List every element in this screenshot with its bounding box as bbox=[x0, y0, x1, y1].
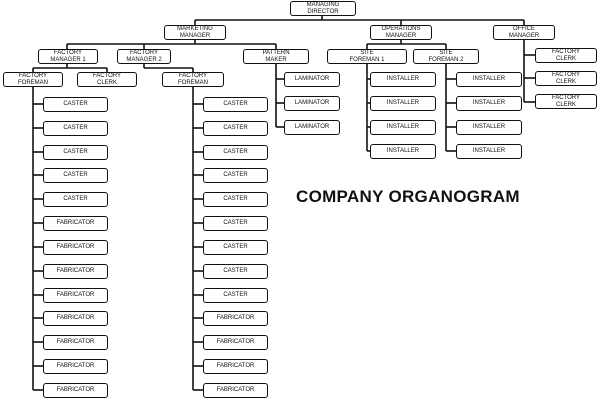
ff2-staff-12: FABRICATOR bbox=[203, 359, 268, 374]
site-foreman-2-box: SITE FOREMAN 2 bbox=[413, 49, 479, 64]
ff2-staff-7: CASTER bbox=[203, 240, 268, 255]
sf2-installer-2: INSTALLER bbox=[456, 96, 522, 111]
chart-title: COMPANY ORGANOGRAM bbox=[296, 187, 520, 206]
office-clerk-3: FACTORY CLERK bbox=[535, 94, 597, 109]
ff1-staff-1: CASTER bbox=[43, 97, 108, 112]
ff1-staff-11: FABRICATOR bbox=[43, 335, 108, 350]
ff1-staff-10: FABRICATOR bbox=[43, 311, 108, 326]
ff2-staff-5: CASTER bbox=[203, 192, 268, 207]
ff2-staff-8: CASTER bbox=[203, 264, 268, 279]
sf1-installer-2: INSTALLER bbox=[370, 96, 436, 111]
sf2-installer-4: INSTALLER bbox=[456, 144, 522, 159]
ff1-staff-9: FABRICATOR bbox=[43, 288, 108, 303]
marketing-manager-box: MARKETING MANAGER bbox=[164, 25, 226, 40]
ff2-staff-1: CASTER bbox=[203, 97, 268, 112]
laminator-3: LAMINATOR bbox=[284, 120, 340, 135]
site-foreman-1-box: SITE FOREMAN 1 bbox=[327, 49, 407, 64]
ff2-staff-9: CASTER bbox=[203, 288, 268, 303]
ff2-staff-2: CASTER bbox=[203, 121, 268, 136]
ff1-staff-5: CASTER bbox=[43, 192, 108, 207]
factory-foreman-2-box: FACTORY FOREMAN bbox=[162, 72, 224, 87]
office-clerk-2: FACTORY CLERK bbox=[535, 71, 597, 86]
ff1-staff-2: CASTER bbox=[43, 121, 108, 136]
ff1-staff-3: CASTER bbox=[43, 145, 108, 160]
ff2-staff-11: FABRICATOR bbox=[203, 335, 268, 350]
ff2-staff-13: FABRICATOR bbox=[203, 383, 268, 398]
factory-manager-2-box: FACTORY MANAGER 2 bbox=[117, 49, 171, 64]
ff2-staff-3: CASTER bbox=[203, 145, 268, 160]
ff1-staff-7: FABRICATOR bbox=[43, 240, 108, 255]
operations-manager-box: OPERATIONS MANAGER bbox=[370, 25, 432, 40]
sf2-installer-3: INSTALLER bbox=[456, 120, 522, 135]
ff1-staff-13: FABRICATOR bbox=[43, 383, 108, 398]
sf1-installer-1: INSTALLER bbox=[370, 72, 436, 87]
office-manager-box: OFFICE MANAGER bbox=[493, 25, 555, 40]
sf1-installer-4: INSTALLER bbox=[370, 144, 436, 159]
factory-foreman-1-box: FACTORY FOREMAN bbox=[3, 72, 63, 87]
ff1-staff-6: FABRICATOR bbox=[43, 216, 108, 231]
ff1-staff-8: FABRICATOR bbox=[43, 264, 108, 279]
managing-director-box: MANAGING DIRECTOR bbox=[290, 1, 356, 16]
ff2-staff-6: CASTER bbox=[203, 216, 268, 231]
factory-clerk-box: FACTORY CLERK bbox=[77, 72, 137, 87]
sf1-installer-3: INSTALLER bbox=[370, 120, 436, 135]
factory-manager-1-box: FACTORY MANAGER 1 bbox=[38, 49, 98, 64]
ff1-staff-12: FABRICATOR bbox=[43, 359, 108, 374]
sf2-installer-1: INSTALLER bbox=[456, 72, 522, 87]
laminator-2: LAMINATOR bbox=[284, 96, 340, 111]
ff1-staff-4: CASTER bbox=[43, 168, 108, 183]
ff2-staff-10: FABRICATOR bbox=[203, 311, 268, 326]
pattern-maker-box: PATTERN MAKER bbox=[243, 49, 309, 64]
office-clerk-1: FACTORY CLERK bbox=[535, 48, 597, 63]
ff2-staff-4: CASTER bbox=[203, 168, 268, 183]
laminator-1: LAMINATOR bbox=[284, 72, 340, 87]
